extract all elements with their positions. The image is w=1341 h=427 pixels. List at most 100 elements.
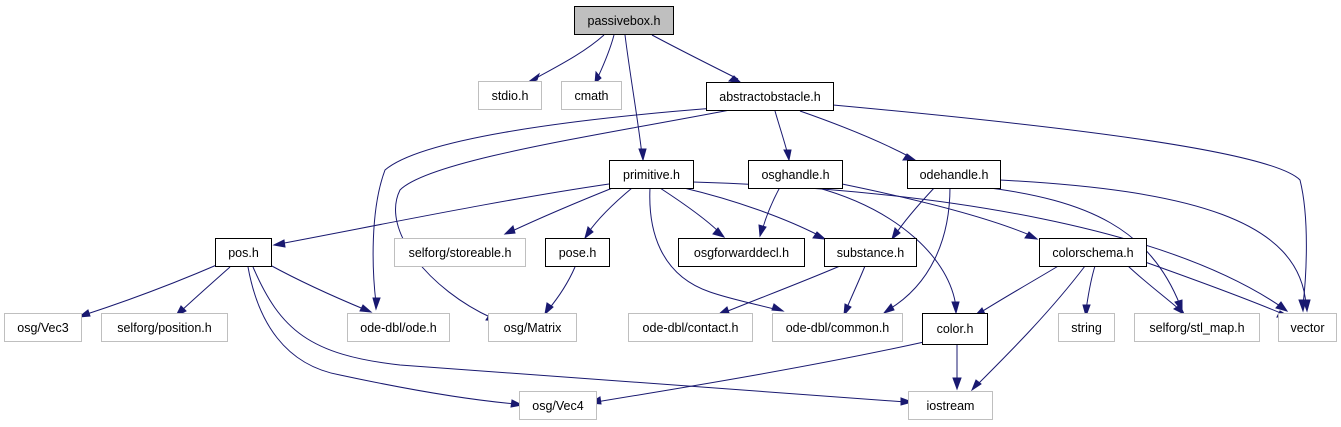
node-label: colorschema.h xyxy=(1052,246,1133,260)
node-abstractobstacle[interactable]: abstractobstacle.h xyxy=(706,82,834,111)
node-label: cmath xyxy=(574,89,608,103)
node-stdio: stdio.h xyxy=(478,81,542,110)
node-position: selforg/position.h xyxy=(101,313,228,342)
node-ode: ode-dbl/ode.h xyxy=(347,313,450,342)
node-label: passivebox.h xyxy=(588,14,661,28)
edge-color-vec4 xyxy=(595,341,925,403)
node-label: selforg/stl_map.h xyxy=(1149,321,1244,335)
node-label: osg/Vec4 xyxy=(532,399,583,413)
arrowhead xyxy=(712,227,726,238)
edge-primitive-pos xyxy=(278,183,610,245)
node-label: osg/Matrix xyxy=(504,321,562,335)
arrowhead xyxy=(1275,301,1289,312)
edge-primitive-storeable xyxy=(509,186,616,233)
arrowhead-layer xyxy=(77,70,1311,408)
edge-passivebox-abstractobstacle xyxy=(651,34,739,80)
node-label: string xyxy=(1071,321,1102,335)
edge-colorschema-iostream xyxy=(975,265,1086,387)
edge-odehandle-substance xyxy=(894,186,936,236)
node-colorschema[interactable]: colorschema.h xyxy=(1039,238,1147,267)
arrowhead xyxy=(1024,231,1039,240)
arrowhead xyxy=(272,239,286,248)
arrowhead xyxy=(902,153,917,161)
arrowhead xyxy=(900,397,914,406)
arrowhead xyxy=(891,227,901,241)
arrowhead xyxy=(359,304,373,313)
node-label: substance.h xyxy=(837,246,904,260)
node-vec3: osg/Vec3 xyxy=(4,313,82,342)
node-label: ode-dbl/common.h xyxy=(786,321,890,335)
edge-abstractobstacle-osghandle xyxy=(774,110,789,156)
edge-pos-vec3 xyxy=(83,263,220,316)
arrowhead xyxy=(1082,304,1091,318)
node-matrix: osg/Matrix xyxy=(488,313,577,342)
node-substance[interactable]: substance.h xyxy=(824,238,917,267)
edge-substance-common xyxy=(845,265,866,311)
arrowhead xyxy=(503,225,516,235)
node-storeable: selforg/storeable.h xyxy=(394,238,526,267)
edge-primitive-substance xyxy=(683,187,821,237)
node-string: string xyxy=(1058,313,1115,342)
edge-colorschema-stlmap xyxy=(1127,265,1181,311)
node-label: ode-dbl/ode.h xyxy=(360,321,437,335)
node-vec4: osg/Vec4 xyxy=(519,391,597,420)
edge-abstractobstacle-ode xyxy=(372,107,716,304)
node-contact: ode-dbl/contact.h xyxy=(628,313,753,342)
edge-passivebox-stdio xyxy=(537,34,605,78)
edge-colorschema-vector xyxy=(1144,261,1284,315)
node-cmath: cmath xyxy=(561,81,622,110)
node-label: selforg/storeable.h xyxy=(409,246,512,260)
node-pos[interactable]: pos.h xyxy=(215,238,272,267)
edge-primitive-osgforwarddecl xyxy=(659,187,721,234)
edge-pos-ode xyxy=(269,264,367,311)
node-label: osg/Vec3 xyxy=(17,321,68,335)
edge-abstractobstacle-matrix xyxy=(395,109,731,319)
node-label: abstractobstacle.h xyxy=(719,90,820,104)
edge-osghandle-osgforwarddecl xyxy=(761,186,781,232)
node-odehandle[interactable]: odehandle.h xyxy=(907,160,1001,189)
edge-pos-vec4 xyxy=(247,266,517,405)
arrowhead xyxy=(783,149,792,162)
node-common: ode-dbl/common.h xyxy=(772,313,903,342)
node-label: pos.h xyxy=(228,246,259,260)
arrowhead xyxy=(1302,299,1311,313)
arrowhead xyxy=(843,303,852,317)
edge-colorschema-color xyxy=(977,264,1061,315)
node-label: vector xyxy=(1290,321,1324,335)
node-label: iostream xyxy=(927,399,975,413)
node-label: color.h xyxy=(937,322,974,336)
edge-osghandle-colorschema xyxy=(841,183,1033,237)
node-label: stdio.h xyxy=(492,89,529,103)
edge-pos-iostream xyxy=(252,266,907,403)
edge-abstractobstacle-vector xyxy=(832,104,1307,306)
node-label: osgforwarddecl.h xyxy=(694,246,789,260)
arrowhead xyxy=(1173,304,1186,316)
node-primitive[interactable]: primitive.h xyxy=(609,160,694,189)
edge-odehandle-stlmap xyxy=(981,186,1181,306)
node-label: selforg/position.h xyxy=(117,321,212,335)
edge-layer xyxy=(83,34,1307,405)
edge-primitive-common xyxy=(649,187,779,311)
arrowhead xyxy=(594,70,602,85)
node-color[interactable]: color.h xyxy=(922,313,988,345)
node-osgforwarddecl[interactable]: osgforwarddecl.h xyxy=(678,238,805,267)
node-vector: vector xyxy=(1278,313,1337,342)
arrowhead xyxy=(771,303,785,312)
node-pose[interactable]: pose.h xyxy=(545,238,610,267)
edge-odehandle-vector xyxy=(999,179,1307,306)
arrowhead xyxy=(544,302,554,316)
arrowhead xyxy=(727,75,743,84)
node-label: ode-dbl/contact.h xyxy=(643,321,739,335)
arrowhead xyxy=(812,231,827,240)
edge-passivebox-primitive xyxy=(624,34,643,156)
arrowhead xyxy=(952,377,962,391)
node-label: primitive.h xyxy=(623,168,680,182)
node-osghandle[interactable]: osghandle.h xyxy=(748,160,843,189)
node-layer: passivebox.h stdio.h cmath abstractobsta… xyxy=(4,6,1337,420)
arrowhead xyxy=(758,224,767,238)
arrowhead xyxy=(882,303,895,314)
edge-passivebox-cmath xyxy=(597,34,615,78)
node-label: osghandle.h xyxy=(761,168,829,182)
node-passivebox[interactable]: passivebox.h xyxy=(574,6,674,35)
